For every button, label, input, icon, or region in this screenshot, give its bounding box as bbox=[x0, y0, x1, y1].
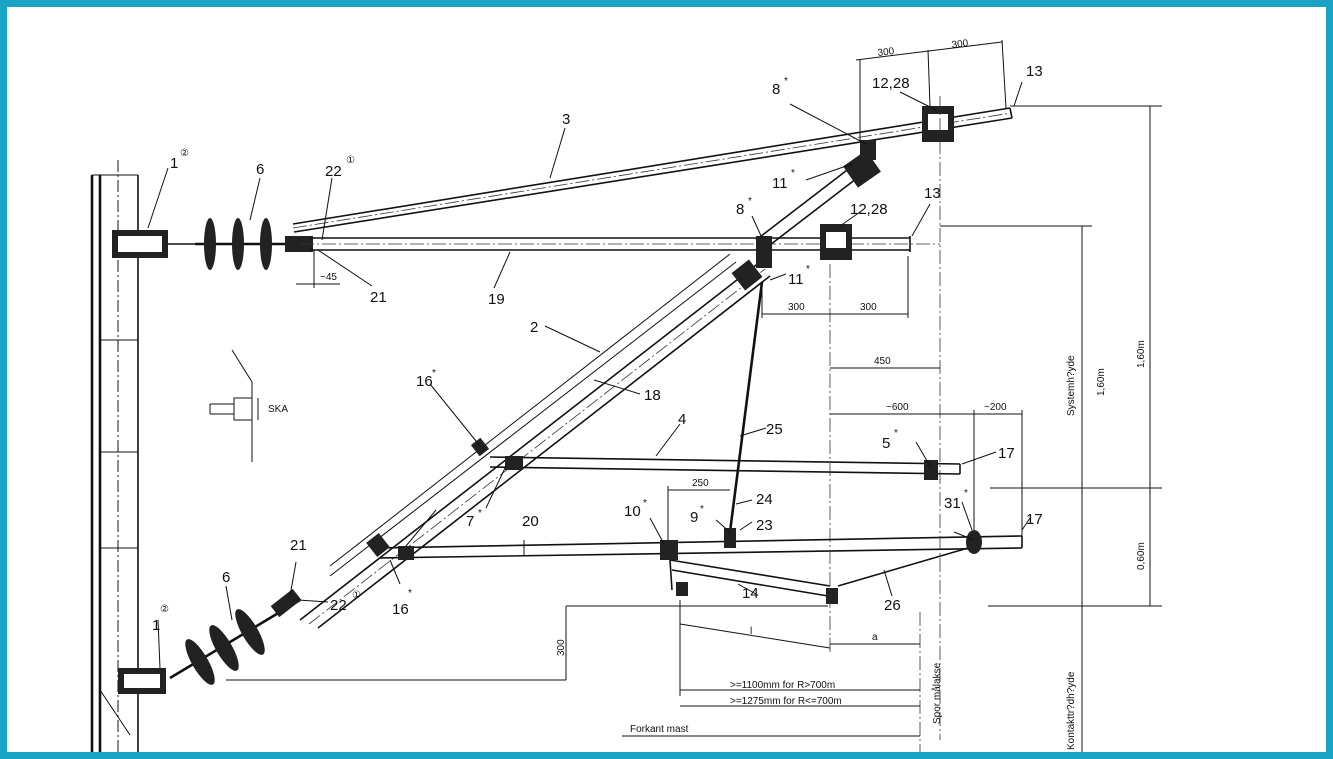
label-21-lower: 21 bbox=[290, 537, 307, 554]
upper-insulator bbox=[195, 218, 313, 270]
dim-a: a bbox=[872, 632, 878, 643]
label-22-lower: 22 bbox=[330, 597, 347, 614]
swivel-8-lower bbox=[756, 236, 772, 268]
strut-11-upper bbox=[755, 163, 866, 249]
label-19: 19 bbox=[488, 291, 505, 308]
mast bbox=[90, 160, 139, 752]
dim-systemhoyde: Systemh?yde bbox=[1066, 355, 1077, 416]
dim-300-vertical: 300 bbox=[556, 639, 567, 656]
dim-600: ~600 bbox=[886, 402, 909, 413]
dim-300-top-right: 300 bbox=[951, 38, 969, 51]
label-8-lower-star: * bbox=[748, 196, 752, 207]
label-10: 10 bbox=[624, 503, 641, 520]
leader-lines bbox=[147, 81, 1031, 669]
dim-1-60m-inner: 1,60m bbox=[1096, 368, 1107, 396]
upper-tube-3 bbox=[292, 107, 1013, 233]
label-12-28-upper: 12,28 bbox=[872, 75, 910, 92]
dim-450: 450 bbox=[874, 356, 891, 367]
label-11-lower: 11 bbox=[788, 271, 804, 288]
label-12-28-lower: 12,28 bbox=[850, 201, 888, 218]
label-8-upper-star: * bbox=[784, 76, 788, 87]
registration-arm-14 bbox=[669, 547, 969, 604]
label-8-lower: 8 bbox=[736, 201, 744, 218]
label-7: 7 bbox=[466, 513, 474, 530]
label-13-upper: 13 bbox=[1026, 63, 1043, 80]
label-11-upper-star: * bbox=[791, 168, 795, 179]
dimension-texts: 300 300 300 300 ~45 450 ~600 ~200 250 30… bbox=[320, 38, 1147, 750]
clamp-16-upper bbox=[470, 437, 490, 457]
label-9: 9 bbox=[690, 509, 698, 526]
dim-250: 250 bbox=[692, 478, 709, 489]
label-4: 4 bbox=[678, 411, 686, 428]
lower-mast-bracket bbox=[118, 668, 166, 694]
dim-r700-le: >=1275mm for R<=700m bbox=[730, 696, 842, 707]
label-ska: SKA bbox=[268, 404, 288, 415]
circled-2-upper: ② bbox=[180, 148, 189, 159]
circled-2-lower: ② bbox=[160, 604, 169, 615]
clamp-16-lower bbox=[366, 532, 390, 558]
dim-1-60m-outer: 1,60m bbox=[1136, 340, 1147, 368]
dim-200: ~200 bbox=[984, 402, 1007, 413]
hanger-25 bbox=[724, 281, 764, 548]
label-8-upper: 8 bbox=[772, 81, 780, 98]
label-24: 24 bbox=[756, 491, 773, 508]
label-16-lower: 16 bbox=[392, 601, 409, 618]
label-26: 26 bbox=[884, 597, 901, 614]
dim-spor-malakse: Spor målakse bbox=[931, 662, 943, 724]
dim-300-top-left: 300 bbox=[877, 46, 895, 59]
label-16-upper-star: * bbox=[432, 368, 436, 379]
diagonal-tube-2 bbox=[299, 253, 771, 629]
stay-tube-19 bbox=[300, 236, 940, 252]
label-5-star: * bbox=[894, 428, 898, 439]
label-17-upper: 17 bbox=[998, 445, 1015, 462]
label-3: 3 bbox=[562, 111, 570, 128]
dim-45: ~45 bbox=[320, 272, 337, 283]
upper-mast-bracket bbox=[112, 230, 200, 258]
label-21-upper: 21 bbox=[370, 289, 387, 306]
swivel-8-upper bbox=[860, 140, 876, 160]
label-13-lower: 13 bbox=[924, 185, 941, 202]
label-11-upper: 11 bbox=[772, 175, 788, 192]
label-11-lower-star: * bbox=[806, 264, 810, 275]
lower-insulator bbox=[169, 588, 302, 685]
swivel-11-lower bbox=[731, 259, 763, 291]
label-5: 5 bbox=[882, 435, 890, 452]
dim-300-mid-right: 300 bbox=[860, 302, 877, 313]
tube-4 bbox=[489, 456, 961, 480]
label-31: 31 bbox=[944, 495, 961, 512]
label-16-upper: 16 bbox=[416, 373, 433, 390]
label-25: 25 bbox=[766, 421, 783, 438]
label-6-upper: 6 bbox=[256, 161, 264, 178]
label-7-star: * bbox=[478, 508, 482, 519]
dim-300-mid-left: 300 bbox=[788, 302, 805, 313]
label-14: 14 bbox=[742, 585, 759, 602]
circled-1-lower: ① bbox=[352, 590, 361, 601]
tube-20 bbox=[379, 530, 1023, 560]
label-17-lower: 17 bbox=[1026, 511, 1043, 528]
label-10-star: * bbox=[643, 498, 647, 509]
label-18: 18 bbox=[644, 387, 661, 404]
dim-lines bbox=[209, 39, 1162, 752]
dim-l: l bbox=[750, 626, 752, 637]
label-20: 20 bbox=[522, 513, 539, 530]
label-1-lower: 1 bbox=[152, 617, 160, 634]
label-31-star: * bbox=[964, 488, 968, 499]
part-labels: 1 ② 6 3 22 ① 21 19 2 18 16 * 4 25 5 * 17… bbox=[152, 63, 1043, 634]
dim-forkant-mast: Forkant mast bbox=[630, 724, 689, 735]
dim-r700-gt: >=1100mm for R>700m bbox=[730, 680, 835, 691]
circled-1-upper: ① bbox=[346, 155, 355, 166]
label-2: 2 bbox=[530, 319, 538, 336]
label-9-star: * bbox=[700, 504, 704, 515]
label-1-upper: 1 bbox=[170, 155, 178, 172]
label-16-lower-star: * bbox=[408, 588, 412, 599]
dim-kontakttradhoyde: Kontakttr?dh?yde bbox=[1066, 671, 1077, 750]
label-6-lower: 6 bbox=[222, 569, 230, 586]
label-23: 23 bbox=[756, 517, 773, 534]
dim-0-60m: 0,60m bbox=[1136, 542, 1147, 570]
label-22-upper: 22 bbox=[325, 163, 342, 180]
